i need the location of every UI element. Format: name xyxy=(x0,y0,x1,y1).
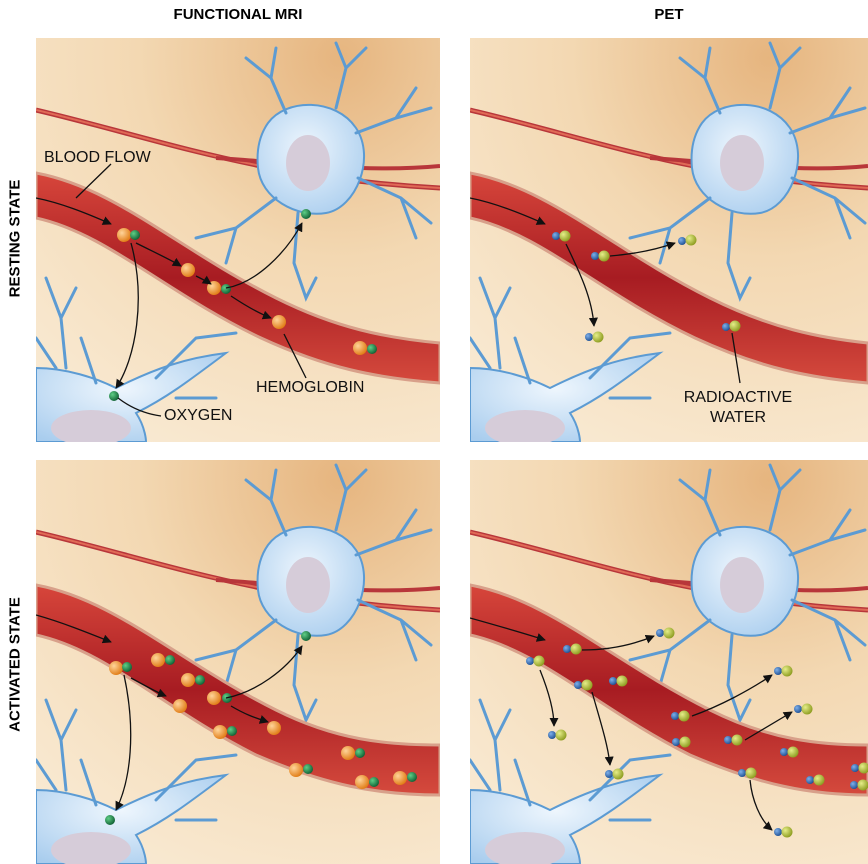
oxygen-molecule xyxy=(301,209,311,219)
pet-resting-illustration xyxy=(470,38,868,442)
panel-fmri-resting: BLOOD FLOW HEMOGLOBIN OXYGEN xyxy=(36,38,440,442)
column-title-functional-mri: FUNCTIONAL MRI xyxy=(36,6,440,23)
oxygen-molecule xyxy=(109,391,119,401)
label-blood-flow: BLOOD FLOW xyxy=(44,148,151,167)
panel-pet-activated xyxy=(470,460,868,864)
panel-pet-resting: RADIOACTIVE WATER xyxy=(470,38,868,442)
label-water: WATER xyxy=(678,408,798,427)
label-radioactive: RADIOACTIVE xyxy=(678,388,798,407)
oxygen-molecule xyxy=(105,815,115,825)
fmri-activated-illustration xyxy=(36,460,440,864)
row-title-activated-state: ACTIVATED STATE xyxy=(7,585,24,745)
label-oxygen: OXYGEN xyxy=(164,406,232,425)
label-hemoglobin: HEMOGLOBIN xyxy=(256,378,364,397)
row-title-resting-state: RESTING STATE xyxy=(7,169,24,309)
fmri-resting-illustration xyxy=(36,38,440,442)
column-title-pet: PET xyxy=(470,6,868,23)
pet-activated-illustration xyxy=(470,460,868,864)
panel-fmri-activated xyxy=(36,460,440,864)
oxygen-molecule xyxy=(301,631,311,641)
